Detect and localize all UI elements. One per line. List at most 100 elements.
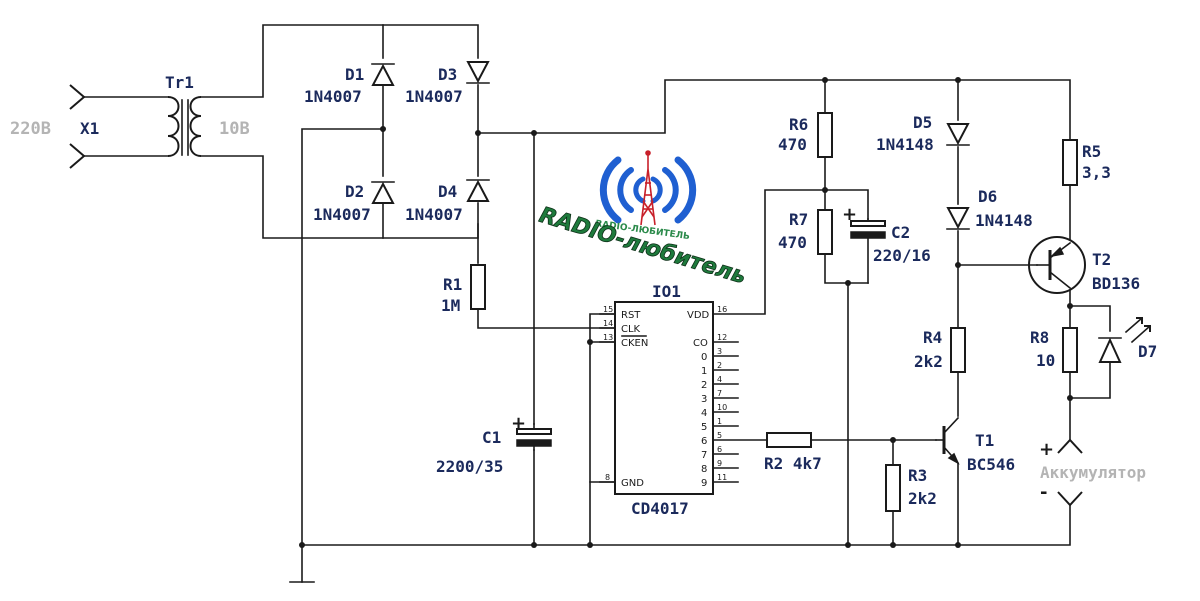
label-r3-value: 2k2 <box>908 489 937 508</box>
label-r7-value: 470 <box>778 233 807 252</box>
pin-name: 2 <box>701 380 707 391</box>
label-d1: D1 <box>345 65 364 84</box>
pin-number: 6 <box>717 445 722 454</box>
ic-cd4017 <box>599 301 714 495</box>
label-tr1: Tr1 <box>165 73 194 92</box>
radio-waves-icon <box>599 156 697 224</box>
pin-name: 6 <box>701 436 707 447</box>
pin-name: 7 <box>701 450 707 461</box>
label-d5-value: 1N4148 <box>876 135 934 154</box>
radio-mast-icon <box>640 150 656 226</box>
pin-name: 8 <box>701 464 707 475</box>
resistor-r4 <box>950 327 966 373</box>
diode-d5 <box>946 123 970 146</box>
pin-name: CLK <box>621 324 641 335</box>
pin-number: 12 <box>717 333 727 342</box>
pin-name: 9 <box>701 478 707 489</box>
label-d2: D2 <box>345 182 364 201</box>
pin-name: GND <box>621 478 644 489</box>
transformer-tr1 <box>167 96 202 157</box>
resistor-r1 <box>470 264 486 310</box>
resistor-r2 <box>766 432 812 448</box>
label-d1-value: 1N4007 <box>304 87 362 106</box>
pin-number: 5 <box>717 431 722 440</box>
label-d6-value: 1N4148 <box>975 211 1033 230</box>
label-r4-value: 2k2 <box>914 352 943 371</box>
label-r6-value: 470 <box>778 135 807 154</box>
label-mains-voltage: 220В <box>10 119 51 139</box>
label-d2-value: 1N4007 <box>313 205 371 224</box>
pin-number: 8 <box>605 473 610 482</box>
label-c1: C1 <box>482 428 501 447</box>
resistor-r8 <box>1062 327 1078 373</box>
transistor-t2 <box>1028 236 1086 294</box>
label-secondary-voltage: 10В <box>219 119 250 139</box>
pin-name: CO <box>693 338 708 349</box>
label-d7: D7 <box>1138 342 1157 361</box>
label-r3: R3 <box>908 466 927 485</box>
label-x1: X1 <box>80 119 99 138</box>
ic-pin-labels: 15 RST 14 CLK 13 CKEN 8 GND 16 VDD 12 CO… <box>603 305 727 489</box>
pin-name: 4 <box>701 408 707 419</box>
pin-name: 1 <box>701 366 707 377</box>
resistor-r6 <box>817 112 833 158</box>
radio-logo: RADIO-ЛЮБИТЕЛЬ RADIO-любитель <box>536 150 749 290</box>
label-r5-value: 3,3 <box>1082 163 1111 182</box>
pin-number: 9 <box>717 459 722 468</box>
label-r1: R1 <box>443 275 462 294</box>
label-cd4017: CD4017 <box>631 499 689 518</box>
label-t1-value: BC546 <box>967 455 1015 474</box>
pin-number: 15 <box>603 305 613 314</box>
resistor-r5 <box>1062 139 1078 186</box>
labels: 220В X1 Tr1 10В D1 1N4007 D2 1N4007 D3 1… <box>10 65 1157 518</box>
c1-plus-sign: + <box>511 413 526 434</box>
pin-number: 10 <box>717 403 727 412</box>
label-r8: R8 <box>1030 328 1049 347</box>
pin-number: 16 <box>717 305 727 314</box>
label-c1-value: 2200/35 <box>436 457 503 476</box>
capacitor-c2: + <box>842 204 886 239</box>
label-r8-value: 10 <box>1036 351 1055 370</box>
label-r1-value: 1M <box>441 296 460 315</box>
capacitor-c1: + <box>511 413 552 451</box>
pin-name: 5 <box>701 422 707 433</box>
transistor-t1 <box>935 416 960 465</box>
pin-number: 1 <box>717 417 722 426</box>
pin-name: CKEN <box>621 338 648 349</box>
label-d3-value: 1N4007 <box>405 87 463 106</box>
c2-plus-sign: + <box>842 204 857 225</box>
label-r7: R7 <box>789 210 808 229</box>
label-io1: IO1 <box>652 282 681 301</box>
label-t1: T1 <box>975 431 994 450</box>
label-r2: R2 4k7 <box>764 454 822 473</box>
wires <box>83 24 1111 583</box>
label-battery: Аккумулятор <box>1040 463 1146 482</box>
pin-number: 11 <box>717 473 727 482</box>
connector-x1 <box>69 84 86 169</box>
diode-d2 <box>371 181 395 204</box>
pin-number: 3 <box>717 347 722 356</box>
label-c2: C2 <box>891 223 910 242</box>
pin-number: 13 <box>603 333 613 342</box>
label-r4: R4 <box>923 328 942 347</box>
diode-d3 <box>466 61 490 84</box>
resistor-r3 <box>885 464 901 512</box>
label-t2: T2 <box>1092 250 1111 269</box>
label-battery-minus: - <box>1040 482 1047 503</box>
pin-name: RST <box>621 310 641 321</box>
label-r6: R6 <box>789 115 808 134</box>
label-d3: D3 <box>438 65 457 84</box>
pin-name: VDD <box>687 310 710 321</box>
diode-d1 <box>371 63 395 86</box>
pin-name: 3 <box>701 394 707 405</box>
label-d5: D5 <box>913 113 932 132</box>
label-d6: D6 <box>978 187 997 206</box>
led-d7 <box>1098 316 1152 363</box>
diode-d6 <box>946 207 970 230</box>
pin-number: 7 <box>717 389 722 398</box>
label-d4-value: 1N4007 <box>405 205 463 224</box>
pin-number: 14 <box>603 319 613 328</box>
junction-dots <box>299 77 1073 548</box>
pin-name: 0 <box>701 352 707 363</box>
